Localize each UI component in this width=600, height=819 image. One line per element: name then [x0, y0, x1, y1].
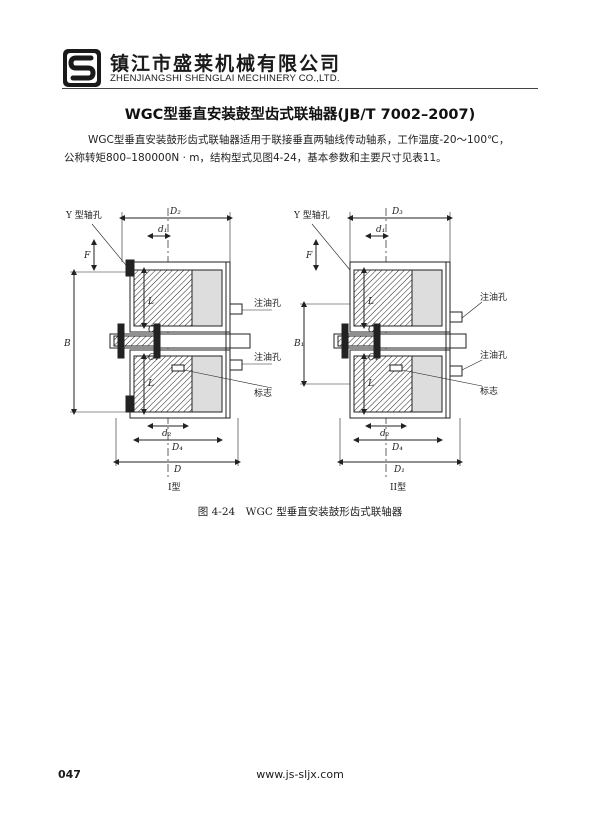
type1-b-label: B — [63, 339, 71, 349]
type2-c1-label: C₁ — [368, 353, 379, 363]
type2-mark-label: 标志 — [480, 385, 498, 397]
type1-l-bottom-label: L — [147, 379, 154, 389]
type1-d2-top-label: D₂ — [169, 207, 181, 217]
type2-d2-small-label: d₂ — [380, 429, 390, 439]
type2-l-top-label: L — [367, 297, 374, 307]
type2-f-label: F — [305, 251, 313, 261]
type2-y-hole-label: Y 型轴孔 — [293, 209, 330, 221]
type2-oil-hole-2-label: 注油孔 — [480, 349, 507, 361]
intro-paragraph: WGC型垂直安装鼓形齿式联轴器适用于联接垂直两轴线传动轴系，工作温度-20～10… — [64, 131, 544, 167]
type2-drawing — [300, 208, 483, 480]
type1-caption-label: I型 — [168, 482, 181, 493]
page-title: WGC型垂直安装鼓型齿式联轴器(JB/T 7002–2007) — [124, 107, 476, 123]
type2-d1-bottom-label: D₁ — [393, 465, 405, 475]
website-url[interactable]: www.js-sljx.com — [256, 768, 344, 781]
type1-y-hole-label: Y 型轴孔 — [65, 209, 102, 221]
type1-d2-small-label: d₂ — [162, 429, 172, 439]
type1-oil-hole-2-label: 注油孔 — [254, 351, 281, 363]
page-number: 047 — [58, 768, 81, 781]
type1-drawing — [70, 208, 273, 480]
type1-c1-label: C₁ — [148, 353, 159, 363]
type2-oil-hole-label: 注油孔 — [480, 291, 507, 303]
type2-b1-label: B₁ — [293, 339, 304, 349]
figure-caption: 图 4-24 WGC 型垂直安装鼓形齿式联轴器 — [197, 506, 403, 518]
type1-d4-label: D₄ — [171, 443, 183, 453]
type1-d1-label: d₁ — [158, 225, 167, 235]
type2-caption-label: II型 — [390, 482, 406, 493]
company-name-en: ZHENJIANGSHI SHENGLAI MECHINERY CO.,LTD. — [110, 73, 340, 84]
type1-f-label: F — [83, 251, 91, 261]
coupling-drawing-svg: Y 型轴孔 D₂ d₁ F B L L C C₁ d₂ D₄ D 注油孔 注油孔… — [63, 207, 507, 493]
type1-oil-hole-label: 注油孔 — [254, 297, 281, 309]
type2-l-bottom-label: L — [367, 379, 374, 389]
intro-line-1: WGC型垂直安装鼓形齿式联轴器适用于联接垂直两轴线传动轴系，工作温度-20～10… — [88, 134, 510, 146]
type2-d3-top-label: D₃ — [391, 207, 403, 217]
type2-d4-label: D₄ — [391, 443, 403, 453]
coupling-drawing: Y 型轴孔 D₂ d₁ F B L L C C₁ d₂ D₄ D 注油孔 注油孔… — [50, 200, 550, 500]
company-header: 镇江市盛莱机械有限公司 ZHENJIANGSHI SHENGLAI MECHIN… — [62, 48, 542, 88]
company-name-cn: 镇江市盛莱机械有限公司 — [110, 53, 342, 75]
type2-d1-label: d₁ — [376, 225, 385, 235]
type2-c-label: C — [368, 325, 375, 335]
type1-d-label: D — [173, 465, 181, 475]
header-divider — [62, 88, 538, 89]
type1-mark-label: 标志 — [254, 387, 272, 399]
type2-labels: Y 型轴孔 D₃ d₁ F B₁ L L C C₁ d₂ D₄ D₁ 注油孔 注… — [293, 207, 507, 493]
company-logo-icon — [63, 49, 101, 87]
type1-labels: Y 型轴孔 D₂ d₁ F B L L C C₁ d₂ D₄ D 注油孔 注油孔… — [63, 207, 281, 493]
intro-line-2: 公称转矩800–180000N · m，结构型式见图4-24，基本参数和主要尺寸… — [64, 152, 447, 164]
type1-l-top-label: L — [147, 297, 154, 307]
type1-c-label: C — [148, 325, 155, 335]
